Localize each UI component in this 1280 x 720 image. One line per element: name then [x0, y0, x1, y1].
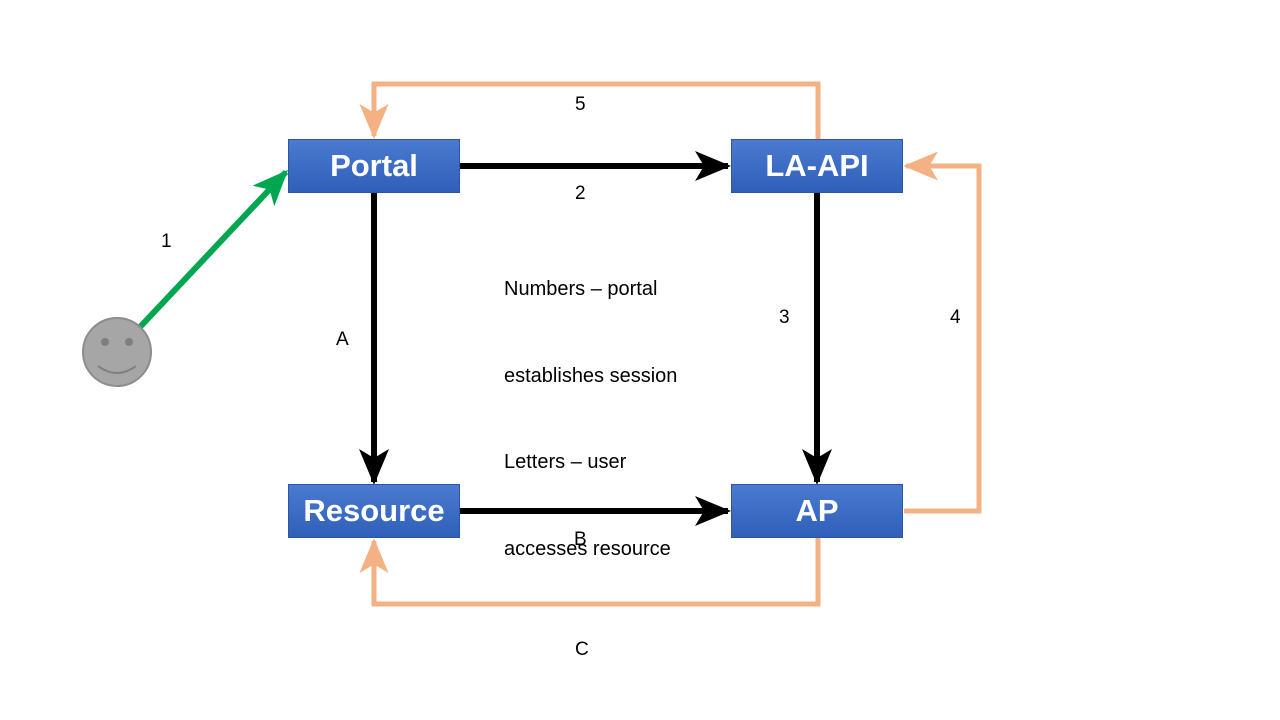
- letters-legend-line-1: Letters – user: [504, 451, 627, 473]
- node-ap-label: AP: [795, 493, 839, 528]
- node-resource-label: Resource: [303, 493, 445, 528]
- edge-label-3: 3: [779, 307, 790, 328]
- edge-label-a: A: [336, 329, 349, 350]
- arrow-5-la-api-to-portal: [359, 81, 821, 139]
- smiley-user-icon: [82, 317, 152, 387]
- node-portal: Portal: [288, 139, 460, 193]
- edge-label-2: 2: [575, 183, 586, 204]
- node-resource: Resource: [288, 484, 460, 538]
- numbers-legend-note: Numbers – portal establishes session: [504, 217, 677, 420]
- arrow-4-ap-to-la-api: [903, 151, 982, 514]
- arrow-1-user-to-portal: [137, 169, 289, 330]
- edge-label-c: C: [575, 639, 589, 660]
- edge-label-1: 1: [161, 231, 172, 252]
- letters-legend-note: Letters – user accesses resource: [504, 390, 671, 593]
- edge-label-5: 5: [575, 94, 586, 115]
- node-la-api: LA-API: [731, 139, 903, 193]
- numbers-legend-line-1: Numbers – portal: [504, 278, 658, 300]
- letters-legend-line-2: accesses resource: [504, 538, 671, 560]
- node-portal-label: Portal: [330, 148, 418, 183]
- arrow-c-ap-to-resource: [359, 538, 821, 607]
- edge-label-b: B: [574, 529, 587, 550]
- node-la-api-label: LA-API: [765, 148, 869, 183]
- edge-label-4: 4: [950, 307, 961, 328]
- numbers-legend-line-2: establishes session: [504, 365, 678, 387]
- node-ap: AP: [731, 484, 903, 538]
